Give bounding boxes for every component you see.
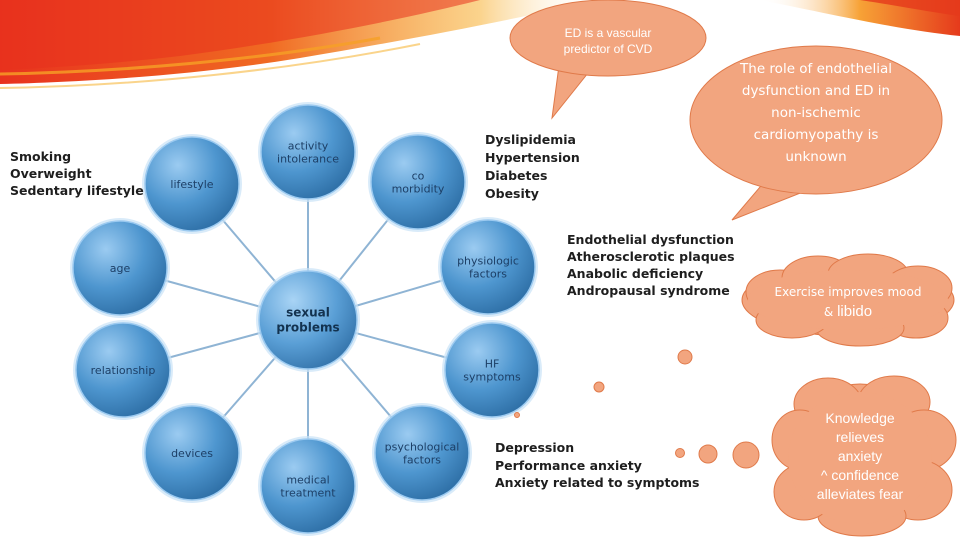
node-label: lifestyle	[170, 178, 213, 191]
bubble-vascular-text: ED is a vascular predictor of CVD	[563, 26, 653, 56]
header-swoosh	[0, 0, 600, 89]
node-circle	[444, 322, 540, 418]
exercise-emph: libido	[837, 303, 873, 320]
node-label: morbidity	[392, 183, 445, 196]
node-label: devices	[171, 447, 213, 460]
exercise-text: Exercise improves mood &	[774, 285, 922, 319]
center-label: sexual	[286, 306, 330, 320]
list-item: Anxiety related to symptoms	[495, 475, 700, 490]
node-label: intolerance	[277, 153, 339, 166]
node-label: psychological	[385, 441, 460, 454]
list-item: Sedentary lifestyle	[10, 183, 144, 198]
thought-dots-knowledge	[675, 441, 760, 469]
list-item: Hypertension	[485, 150, 580, 165]
cloud-knowledge-core	[788, 392, 932, 524]
bubble-role-text: The role of endothelial dysfunction and …	[740, 61, 892, 165]
bubble-vascular	[509, 0, 707, 120]
center-label: problems	[276, 321, 339, 335]
knowledge-line: Knowledge	[825, 410, 895, 426]
list-comorbidity: Dyslipidemia Hypertension Diabetes Obesi…	[485, 131, 580, 203]
node-circle	[374, 405, 470, 501]
list-psychological: Depression Performance anxiety Anxiety r…	[495, 439, 700, 492]
node-age: age	[70, 218, 170, 318]
knowledge-line: ^ confidence	[820, 467, 900, 483]
node-circle	[144, 136, 240, 232]
list-item: Atherosclerotic plaques	[567, 249, 735, 264]
cloud-exercise-core	[748, 270, 948, 330]
list-item: Smoking	[10, 149, 72, 164]
node-circle	[440, 219, 536, 315]
node-label: medical	[286, 474, 329, 487]
list-lifestyle: Smoking Overweight Sedentary lifestyle	[10, 148, 144, 199]
bubble-role	[689, 45, 943, 221]
header-swoosh-right	[760, 0, 960, 36]
node-circle	[75, 322, 171, 418]
list-item: Performance anxiety	[495, 457, 642, 473]
node-label: factors	[469, 268, 507, 281]
list-item: Dyslipidemia	[485, 132, 576, 147]
node-label: relationship	[91, 364, 156, 377]
node-label: co	[412, 170, 425, 183]
list-item: Andropausal syndrome	[567, 283, 730, 298]
cloud-exercise-text: Exercise improves mood & libido	[768, 282, 928, 322]
knowledge-line: relieves	[835, 429, 885, 445]
list-item: Obesity	[485, 186, 539, 201]
node-label: factors	[403, 454, 441, 467]
node-label: treatment	[280, 487, 336, 500]
node-label: HF	[485, 358, 500, 371]
list-physiologic: Endothelial dysfunction Atherosclerotic …	[567, 231, 735, 299]
list-item: Anabolic deficiency	[567, 266, 704, 281]
node-relationship: relationship	[73, 320, 173, 420]
node-circle	[72, 220, 168, 316]
node-label: age	[110, 262, 131, 275]
list-item: Overweight	[10, 166, 92, 181]
node-devices: devices	[142, 403, 242, 503]
knowledge-line: alleviates fear	[816, 486, 904, 502]
node-circle	[370, 134, 466, 230]
node-circle	[260, 104, 356, 200]
node-label: symptoms	[463, 371, 521, 384]
node-circle	[144, 405, 240, 501]
list-item: Diabetes	[485, 168, 548, 183]
node-lifestyle: lifestyle	[142, 134, 242, 234]
node-circle	[260, 438, 356, 534]
node-label: activity	[288, 140, 329, 153]
diagram-nodes: activityintolerancecomorbidityphysiologi…	[70, 102, 542, 536]
list-item: Depression	[495, 440, 575, 455]
knowledge-line: anxiety	[837, 448, 883, 464]
center-circle	[258, 270, 358, 370]
list-item: Endothelial dysfunction	[567, 232, 734, 247]
cloud-knowledge-text: Knowledge relieves anxiety ^ confidence …	[790, 409, 930, 504]
thought-dots-exercise	[514, 349, 693, 418]
node-label: physiologic	[457, 255, 519, 268]
